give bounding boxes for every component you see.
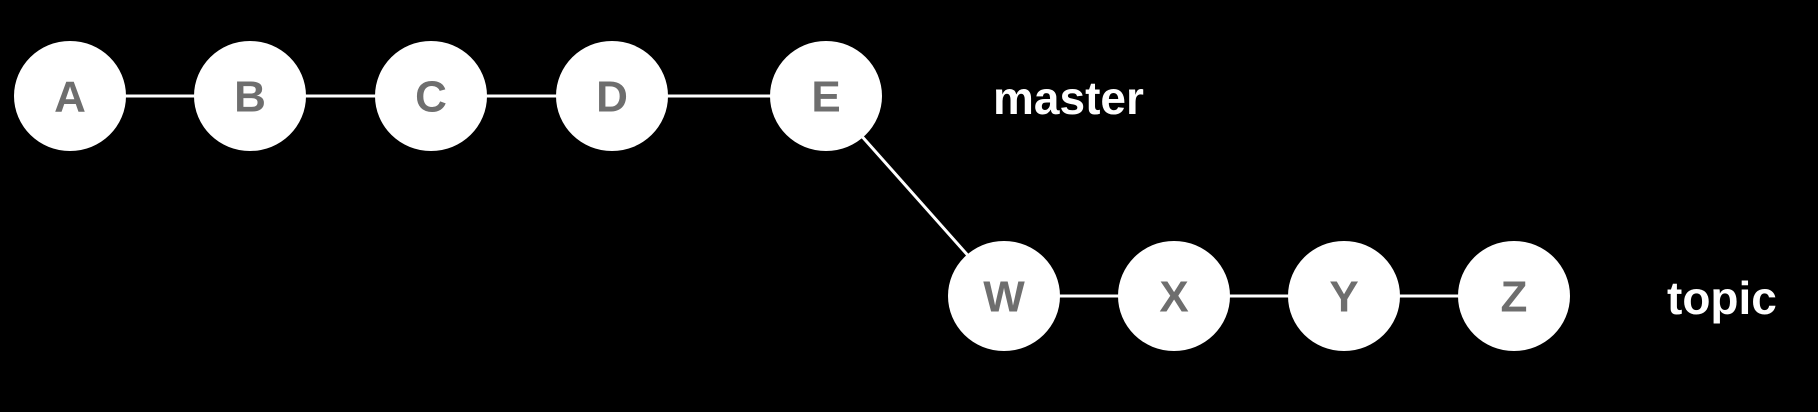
commit-node-a: A (14, 41, 126, 151)
commit-node-c: C (375, 41, 487, 151)
commit-label: W (983, 273, 1025, 322)
commit-node-w: W (948, 241, 1060, 351)
commit-node-e: E (770, 41, 882, 151)
commit-label: B (234, 73, 266, 122)
commit-node-d: D (556, 41, 668, 151)
commit-node-z: Z (1458, 241, 1570, 351)
commit-label: Z (1501, 273, 1528, 322)
commit-node-y: Y (1288, 241, 1400, 351)
commit-label: C (415, 73, 447, 122)
commit-label: X (1159, 273, 1188, 322)
commit-node-b: B (194, 41, 306, 151)
branch-label-topic: topic (1667, 272, 1777, 324)
commit-label: A (54, 73, 86, 122)
commit-label: D (596, 73, 628, 122)
branch-label-master: master (993, 72, 1144, 124)
commit-node-x: X (1118, 241, 1230, 351)
commit-label: Y (1329, 273, 1358, 322)
commit-label: E (811, 73, 840, 122)
